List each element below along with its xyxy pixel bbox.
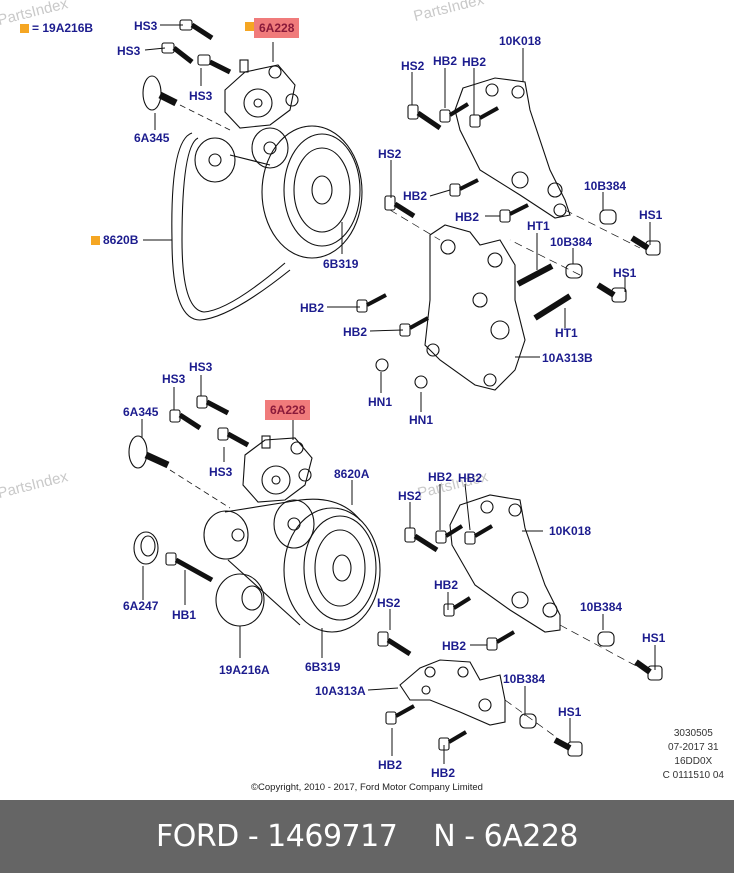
part-label-hs2[interactable]: HS2 [401,59,425,73]
part-label-10k018[interactable]: 10K018 [549,524,592,538]
part-name-code: N - 6A228 [433,819,579,854]
part-label-hb1[interactable]: HB1 [172,608,197,622]
legend: = 19A216B [20,21,93,35]
part-label-10a313a[interactable]: 10A313A [315,684,366,698]
parts-diagram: PartsIndex PartsIndex PartsIndex PartsIn… [0,0,724,793]
part-footer-bar: FORD - 1469717 N - 6A228 [0,800,734,873]
part-label-hs3[interactable]: HS3 [117,44,141,58]
copyright-text: ©Copyright, 2010 - 2017, Ford Motor Comp… [251,782,483,793]
part-label-10a313b[interactable]: 10A313B [542,351,593,365]
part-label-hs3[interactable]: HS3 [209,465,233,479]
bolts-lower [165,395,663,757]
part-label-6a228-highlighted[interactable]: 6A228 [265,400,311,420]
part-label-8620a[interactable]: 8620A [334,467,370,481]
idler-pulleys-lower [203,499,315,627]
idler-bolt-lower [128,435,231,509]
part-label-6a228-highlighted[interactable]: 6A228 [245,18,300,38]
part-label-hs1[interactable]: HS1 [558,705,582,719]
part-label-hs3[interactable]: HS3 [134,19,158,33]
part-label-hs2[interactable]: HS2 [378,147,402,161]
drawing-code-line: 3030505 [673,728,713,739]
part-label-hb2[interactable]: HB2 [343,325,368,339]
belt-upper [171,132,291,321]
part-label-hs2[interactable]: HS2 [377,596,401,610]
part-label-10k018[interactable]: 10K018 [499,34,542,48]
part-label-10b384[interactable]: 10B384 [584,179,627,193]
part-label-ht1[interactable]: HT1 [527,219,550,233]
bracket-10a313b-upper [389,209,581,391]
part-label-hs2[interactable]: HS2 [398,489,422,503]
belt-lower [224,498,361,626]
part-label-hb2[interactable]: HB2 [378,758,403,772]
part-label-hb2[interactable]: HB2 [433,54,458,68]
part-label-hb2[interactable]: HB2 [431,766,456,780]
tensioner-lower [242,435,313,503]
part-label-hb2[interactable]: HB2 [455,210,480,224]
bracket-10k018-lower [449,494,641,669]
crank-pulley-lower [283,507,381,633]
brand-part-number: FORD - 1469717 [155,819,398,854]
marker-square-icon [245,22,254,31]
bracket-10k018-upper [454,77,641,249]
line-art [128,19,663,764]
tensioner-upper [224,59,299,129]
part-label-hs3[interactable]: HS3 [162,372,186,386]
leader-lines-upper [143,24,651,412]
part-label-hb2[interactable]: HB2 [300,301,325,315]
part-label-hn1[interactable]: HN1 [368,395,393,409]
marker-square-icon [91,236,100,245]
legend-text: = 19A216B [32,21,94,35]
part-label-6b319[interactable]: 6B319 [323,257,359,271]
part-label-6a345[interactable]: 6A345 [134,131,170,145]
part-label-19a216a[interactable]: 19A216A [219,663,270,677]
part-label-10b384[interactable]: 10B384 [580,600,623,614]
part-label-hb2[interactable]: HB2 [462,55,487,69]
part-label-10b384[interactable]: 10B384 [503,672,546,686]
part-label-hb2[interactable]: HB2 [458,471,483,485]
drawing-code: 3030505 07-2017 31 16DD0X C 0111510 04 [663,727,724,783]
part-number-6a228: 6A228 [254,18,300,38]
crank-pulley-upper [261,125,363,259]
part-label-ht1[interactable]: HT1 [555,326,578,340]
drawing-code-line: 16DD0X [674,756,713,767]
part-label-hs1[interactable]: HS1 [639,208,663,222]
part-label-hs1[interactable]: HS1 [642,631,666,645]
part-label-6b319[interactable]: 6B319 [305,660,341,674]
cap-6a247 [133,531,159,565]
part-label-8620b[interactable]: 8620B [91,233,138,247]
part-label-hs1[interactable]: HS1 [613,266,637,280]
part-label-hn1[interactable]: HN1 [409,413,434,427]
part-label-hb2[interactable]: HB2 [428,470,453,484]
marker-square-icon [20,24,29,33]
part-label-hs3[interactable]: HS3 [189,360,213,374]
bracket-10a313a-lower [399,659,561,741]
part-label-6a345[interactable]: 6A345 [123,405,159,419]
bolts-upper [161,19,661,389]
part-number-8620b: 8620B [103,233,139,247]
part-label-hb2[interactable]: HB2 [434,578,459,592]
part-label-hb2[interactable]: HB2 [442,639,467,653]
part-label-6a247[interactable]: 6A247 [123,599,159,613]
drawing-code-line: C 0111510 04 [662,770,724,781]
idler-bolt-upper [142,75,231,131]
part-label-hs3[interactable]: HS3 [189,89,213,103]
part-label-10b384[interactable]: 10B384 [550,235,593,249]
leader-lines-lower [141,375,656,764]
drawing-code-line: 07-2017 31 [668,742,719,753]
idler-pulley-upper [194,127,289,183]
part-label-hb2[interactable]: HB2 [403,189,428,203]
